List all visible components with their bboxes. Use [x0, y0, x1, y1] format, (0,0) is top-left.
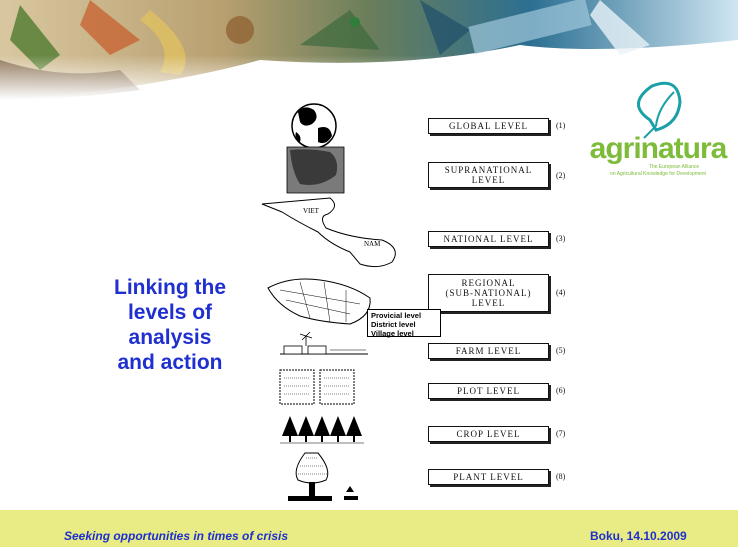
- title-line: Linking the: [114, 276, 226, 299]
- agrinatura-logo: agrinatura The European Alliance on Agri…: [586, 78, 730, 182]
- sub-level-callout: Provicial level District level Village l…: [367, 309, 441, 338]
- level-label: SUPRANATIONAL: [444, 165, 533, 175]
- level-label: CROP LEVEL: [456, 429, 521, 439]
- level-number: (8): [556, 472, 566, 481]
- level-number: (6): [556, 386, 566, 395]
- regional-map-icon: [267, 278, 371, 325]
- level-box-plant: PLANT LEVEL: [428, 469, 549, 485]
- level-label: LEVEL: [471, 298, 506, 308]
- callout-line: Village level: [371, 329, 414, 338]
- level-number: (3): [556, 234, 566, 243]
- globe-icon: [291, 103, 337, 149]
- plant-icon: [288, 452, 358, 501]
- level-box-regional: REGIONAL (SUB-NATIONAL) LEVEL: [428, 274, 549, 312]
- level-number: (4): [556, 288, 566, 297]
- supranational-map-icon: [286, 146, 345, 194]
- levels-illustration: VIET NAM: [261, 103, 396, 501]
- level-box-global: GLOBAL LEVEL: [428, 118, 549, 134]
- header-banner-image: [0, 0, 738, 100]
- level-box-farm: FARM LEVEL: [428, 343, 549, 359]
- level-number: (7): [556, 429, 566, 438]
- level-label: (SUB-NATIONAL): [445, 288, 532, 298]
- plot-icon: [279, 369, 355, 405]
- callout-line: Provicial level: [371, 311, 422, 320]
- level-label: GLOBAL LEVEL: [449, 121, 528, 131]
- farm-icon: [280, 331, 368, 355]
- level-number: (1): [556, 121, 566, 130]
- footer-date: Boku, 14.10.2009: [590, 529, 687, 543]
- level-label: NATIONAL LEVEL: [443, 234, 534, 244]
- title-line: and action: [117, 351, 223, 374]
- logo-tagline-1: The European Alliance: [649, 164, 700, 170]
- level-box-plot: PLOT LEVEL: [428, 383, 549, 399]
- logo-tagline-2: on Agricultural Knowledge for Developmen…: [610, 171, 706, 177]
- logo-wordmark: agrinatura: [590, 132, 728, 165]
- map-label-nam: NAM: [364, 240, 381, 248]
- crop-icon: [280, 416, 364, 444]
- level-label: REGIONAL: [461, 278, 516, 288]
- level-label: PLOT LEVEL: [456, 386, 521, 396]
- level-label: FARM LEVEL: [455, 346, 522, 356]
- level-box-supranational: SUPRANATIONAL LEVEL: [428, 162, 549, 188]
- level-number: (2): [556, 171, 566, 180]
- level-label: PLANT LEVEL: [453, 472, 524, 482]
- title-line: analysis: [128, 326, 212, 349]
- callout-line: District level: [371, 320, 416, 329]
- level-box-national: NATIONAL LEVEL: [428, 231, 549, 247]
- level-box-crop: CROP LEVEL: [428, 426, 549, 442]
- level-number: (5): [556, 346, 566, 355]
- footer-tagline: Seeking opportunities in times of crisis: [64, 529, 289, 543]
- map-label-viet: VIET: [303, 207, 320, 215]
- title-line: levels of: [127, 301, 213, 324]
- slide-title: Linking the levels of analysis and actio…: [80, 275, 260, 375]
- national-map-icon: VIET NAM: [261, 197, 396, 268]
- footer-bar: Seeking opportunities in times of crisis…: [0, 510, 738, 547]
- level-label: LEVEL: [471, 175, 506, 185]
- agrinatura-leaf-icon: agrinatura The European Alliance on Agri…: [590, 81, 729, 177]
